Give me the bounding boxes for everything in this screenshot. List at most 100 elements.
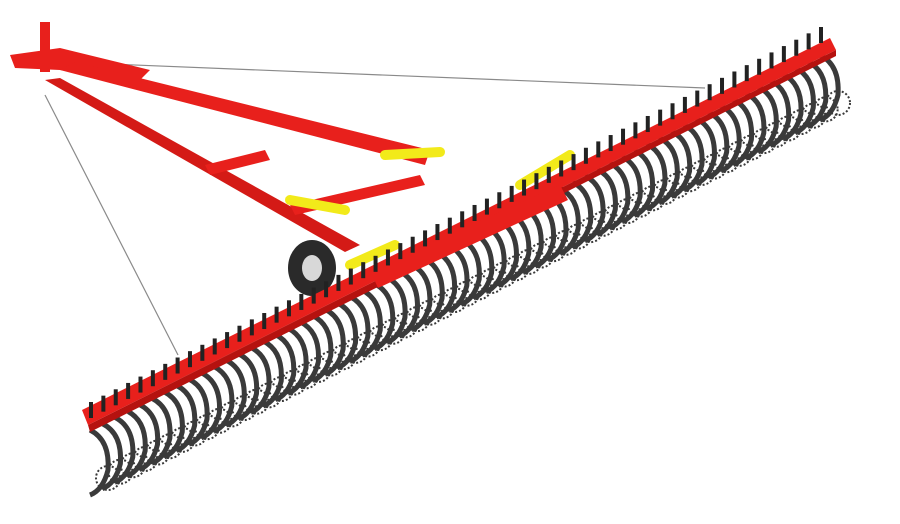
hydraulic-cylinders: [285, 147, 575, 270]
tine-post: [769, 52, 774, 69]
tine-wheel: [459, 237, 482, 307]
tine-post: [348, 268, 353, 285]
frame-arm-upper: [60, 62, 430, 165]
cylinder: [285, 195, 350, 215]
tine-wheel: [385, 275, 408, 345]
tine-wheel: [125, 408, 148, 479]
tine-wheel: [818, 52, 841, 123]
tine-wheel: [323, 307, 346, 377]
tine-post: [410, 236, 415, 253]
tine-post: [286, 300, 291, 317]
tine-post: [138, 376, 143, 393]
tine-post: [336, 274, 341, 291]
tine-wheel: [187, 376, 210, 447]
tine-post: [794, 39, 799, 56]
tine-post: [274, 306, 279, 323]
tine-post: [163, 363, 168, 380]
tine-wheel: [410, 262, 433, 333]
tine-wheel: [274, 332, 297, 402]
tine-post: [484, 198, 489, 215]
tine-wheel: [224, 357, 247, 428]
tine-wheel: [682, 122, 705, 193]
tine-post: [645, 115, 650, 132]
frame-crossbar: [205, 150, 270, 175]
tine-wheel: [373, 281, 396, 352]
tine-post: [658, 109, 663, 126]
cylinder: [515, 150, 575, 190]
tine-post: [497, 192, 502, 209]
tine-wheel: [472, 230, 495, 301]
tine-post: [695, 90, 700, 107]
tine-wheel: [299, 319, 321, 390]
tine-wheel: [237, 351, 260, 422]
tine-wheel: [744, 90, 767, 161]
tine-wheel: [150, 395, 173, 466]
tine-wheel: [398, 268, 420, 339]
main-toolbar: [82, 38, 836, 432]
tine-post: [583, 147, 588, 164]
tine-post: [682, 96, 687, 113]
tine-spikes: [540, 236, 567, 263]
tine-wheel: [435, 249, 458, 320]
tine-post: [237, 325, 242, 342]
tine-post: [447, 217, 452, 234]
tine-post: [249, 319, 254, 336]
tine-wheel: [558, 186, 581, 256]
tine-wheel: [608, 160, 631, 231]
tine-wheel: [249, 345, 272, 415]
tine-post: [596, 141, 601, 158]
tine-post: [546, 166, 551, 183]
tine-wheel: [175, 383, 198, 453]
tine-post: [621, 128, 626, 145]
cylinder: [345, 240, 400, 270]
tine-post: [398, 243, 403, 260]
tine-post: [423, 230, 428, 247]
tine-post: [373, 255, 378, 272]
frame-arm-lower: [45, 78, 360, 252]
tine-post: [101, 395, 106, 412]
frame-crossbar-2: [290, 175, 425, 215]
tine-post: [707, 84, 712, 101]
tine-post: [571, 154, 576, 171]
rim: [302, 255, 322, 281]
tine-wheel: [645, 141, 668, 212]
tine-wheel: [101, 421, 124, 491]
tine-wheel: [261, 338, 284, 409]
tine-post: [187, 351, 192, 368]
tine-wheel: [596, 167, 618, 237]
tine-spikes: [825, 90, 851, 116]
tine-post: [361, 262, 366, 279]
tine-post: [534, 173, 539, 190]
tine-post: [522, 179, 527, 196]
tine-post: [200, 344, 205, 361]
tine-post: [225, 332, 230, 349]
tine-post: [720, 77, 725, 94]
tine-wheel: [781, 71, 804, 142]
tine-wheel: [670, 129, 693, 199]
tine-wheel: [769, 78, 792, 148]
tine-wheel: [633, 148, 656, 218]
tine-post: [126, 382, 131, 399]
hitch-post: [40, 22, 50, 72]
tine-post: [819, 27, 823, 43]
tine-wheel: [360, 287, 383, 358]
tine-wheel: [732, 97, 755, 167]
tine-post: [472, 204, 477, 221]
tine-wheel: [88, 427, 111, 498]
tine-post: [460, 211, 465, 228]
tine-post: [633, 122, 638, 139]
support-cables: [44, 61, 706, 356]
tine-wheel: [583, 173, 606, 244]
tine-wheel: [447, 243, 470, 314]
tine-post: [670, 103, 675, 120]
tine-post: [509, 185, 514, 202]
tine-wheel: [719, 103, 742, 174]
tine-post: [299, 293, 304, 310]
tine-post: [385, 249, 390, 266]
tine-posts: [89, 27, 823, 418]
transport-wheel: [288, 240, 336, 296]
tine-post: [732, 71, 737, 88]
tine-wheel: [806, 59, 829, 129]
